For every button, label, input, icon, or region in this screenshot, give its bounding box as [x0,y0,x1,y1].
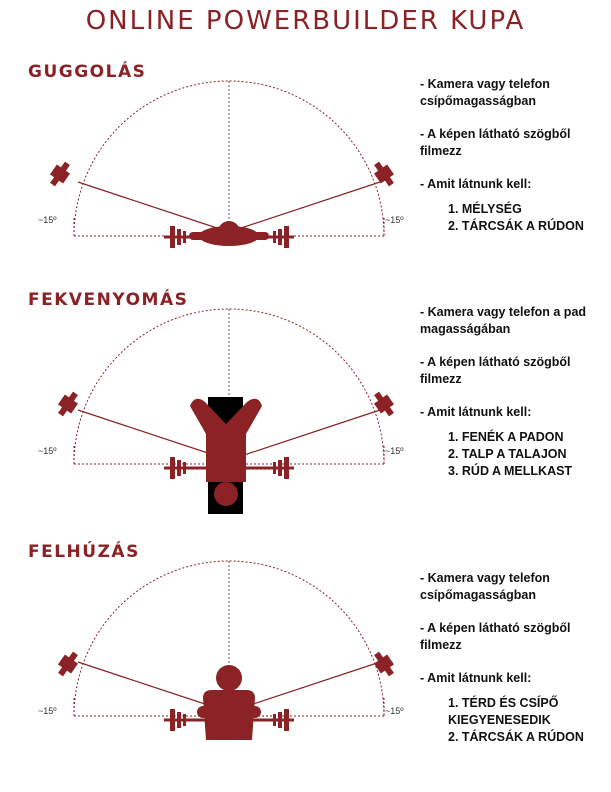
angle-label-left: ~15º [38,706,57,716]
camera-icon-right [374,391,394,417]
list-item: 1. MÉLYSÉG [448,202,522,216]
page-title: ONLINE POWERBUILDER KUPA [85,6,526,36]
angle-label-right: ~15º [385,446,404,456]
note-requirements: - Amit látnunk kell: [420,405,532,419]
note-angle: - A képen látható szögből filmezz [420,621,571,652]
angle-label-right: ~15º [385,215,404,225]
camera-line-right [228,409,381,461]
angle-label-left: ~15º [38,446,57,456]
note-requirements: - Amit látnunk kell: [420,177,532,191]
requirement-list: 1. MÉLYSÉG 2. TÁRCSÁK A RÚDON [420,201,606,235]
bench-diagram: ~15º ~15º [38,308,404,514]
arc [73,560,385,717]
arc [73,80,385,237]
note-angle: - A képen látható szögből filmezz [420,355,571,386]
section-title-bench: FEKVENYOMÁS [28,290,189,310]
squat-notes: - Kamera vagy telefon csípőmagasságban -… [420,76,606,235]
section-title-squat: GUGGOLÁS [28,62,147,82]
list-item: 3. RÚD A MELLKAST [448,464,573,478]
camera-icon-left [58,391,78,417]
list-item: 1. FENÉK A PADON [448,430,564,444]
angle-label-left: ~15º [38,215,57,225]
requirement-list: 1. FENÉK A PADON 2. TALP A TALAJON 3. RÚ… [420,429,606,480]
lifter-bench-icon [190,398,262,506]
deadlift-diagram: ~15º ~15º [38,560,404,740]
requirement-list: 1. TÉRD ÉS CSÍPŐ KIEGYENESEDIK 2. TÁRCSÁ… [420,695,606,746]
section-title-deadlift: FELHÚZÁS [28,542,140,562]
camera-icon-right [374,161,394,187]
list-item: 1. TÉRD ÉS CSÍPŐ KIEGYENESEDIK [448,696,559,727]
squat-diagram: ~15º ~15º [38,80,404,248]
list-item: 2. TÁRCSÁK A RÚDON [448,219,584,233]
list-item: 2. TÁRCSÁK A RÚDON [448,730,584,744]
note-camera: - Kamera vagy telefon csípőmagasságban [420,77,550,108]
list-item: 2. TALP A TALAJON [448,447,567,461]
arc [73,308,385,465]
camera-icon-left [50,161,70,187]
deadlift-notes: - Kamera vagy telefon csípőmagasságban -… [420,570,606,746]
camera-line-left [77,409,230,461]
bench-notes: - Kamera vagy telefon a pad magasságában… [420,304,606,480]
camera-line-right [228,181,381,233]
camera-icon-left [58,651,78,677]
note-camera: - Kamera vagy telefon a pad magasságában [420,305,587,336]
angle-label-right: ~15º [385,706,404,716]
camera-line-left [77,181,230,233]
lifter-deadlift-icon [197,665,261,740]
note-requirements: - Amit látnunk kell: [420,671,532,685]
lifter-squat-icon [189,221,269,246]
note-angle: - A képen látható szögből filmezz [420,127,571,158]
camera-icon-right [374,651,394,677]
note-camera: - Kamera vagy telefon csípőmagasságban [420,571,550,602]
